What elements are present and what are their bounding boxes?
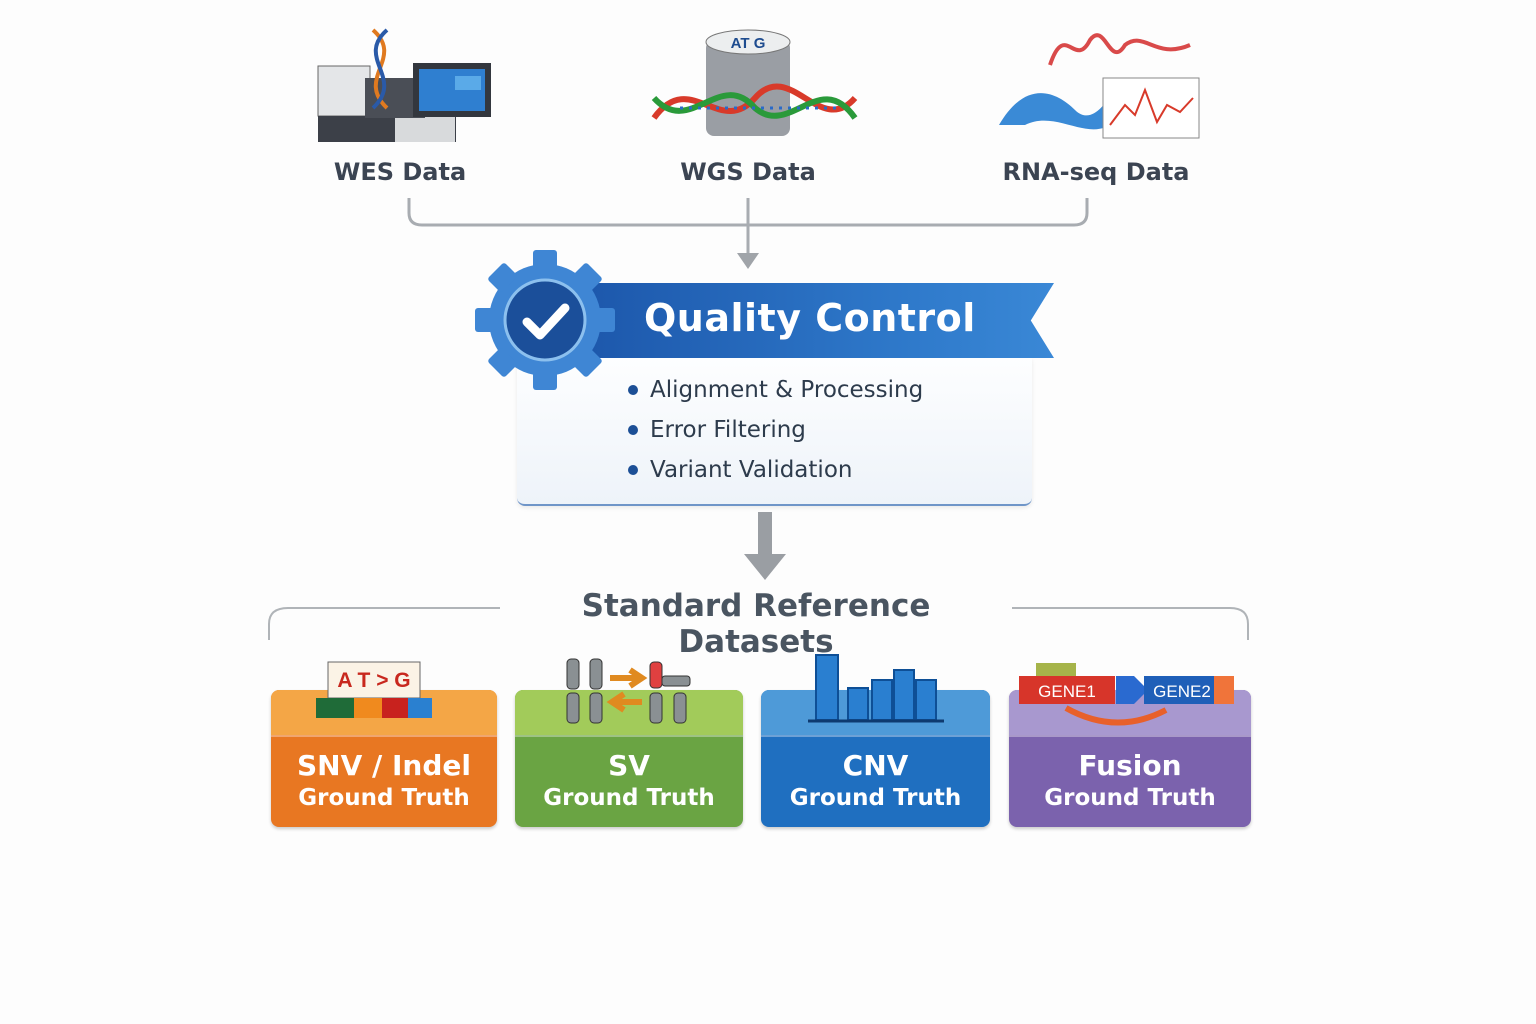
gear-check-icon: [473, 250, 618, 390]
sequencer-icon: [317, 28, 491, 142]
structural-variant-icon: [566, 658, 691, 724]
down-arrow-icon: [744, 512, 786, 580]
merge-connector: [407, 198, 1089, 269]
bullet-icon: [628, 465, 638, 475]
card-subtitle: Ground Truth: [789, 785, 962, 811]
qc-item: Variant Validation: [628, 457, 852, 483]
card-sv: SV Ground Truth: [515, 690, 743, 827]
qc-item-label: Alignment & Processing: [650, 377, 924, 403]
source-label-wgs: WGS Data: [680, 158, 816, 186]
qc-panel: [517, 358, 1032, 506]
qc-item: Error Filtering: [628, 417, 806, 443]
svg-text:GENE1: GENE1: [1038, 682, 1096, 701]
card-title: CNV: [842, 749, 909, 782]
reference-title: Standard Reference Datasets: [500, 588, 1012, 660]
bullet-icon: [628, 425, 638, 435]
card-subtitle: Ground Truth: [298, 785, 470, 811]
card-title: Fusion: [1078, 749, 1182, 782]
bullet-icon: [628, 385, 638, 395]
qc-item: Alignment & Processing: [628, 377, 923, 403]
qc-title: Quality Control: [644, 296, 976, 340]
qc-banner: [590, 283, 1054, 358]
card-title: SV: [608, 749, 650, 782]
rna-expression-icon: [999, 33, 1200, 139]
svg-text:AT G: AT G: [731, 35, 766, 52]
source-label-wes: WES Data: [333, 158, 467, 186]
source-label-rnaseq: RNA-seq Data: [1002, 158, 1190, 186]
copy-number-bars-icon: [808, 654, 944, 723]
snv-mutation-icon: A T > G: [316, 661, 432, 718]
genome-database-icon: AT G: [651, 29, 858, 136]
card-title: SNV / Indel: [297, 749, 471, 782]
card-subtitle: Ground Truth: [543, 785, 715, 811]
card-cnv: CNV Ground Truth: [761, 690, 990, 827]
svg-text:GENE2: GENE2: [1153, 682, 1211, 701]
card-subtitle: Ground Truth: [1044, 785, 1216, 811]
qc-item-label: Variant Validation: [650, 457, 853, 483]
svg-text:A T > G: A T > G: [337, 669, 410, 692]
gene-fusion-icon: GENE1 GENE2: [1019, 663, 1234, 726]
qc-item-label: Error Filtering: [650, 417, 806, 443]
